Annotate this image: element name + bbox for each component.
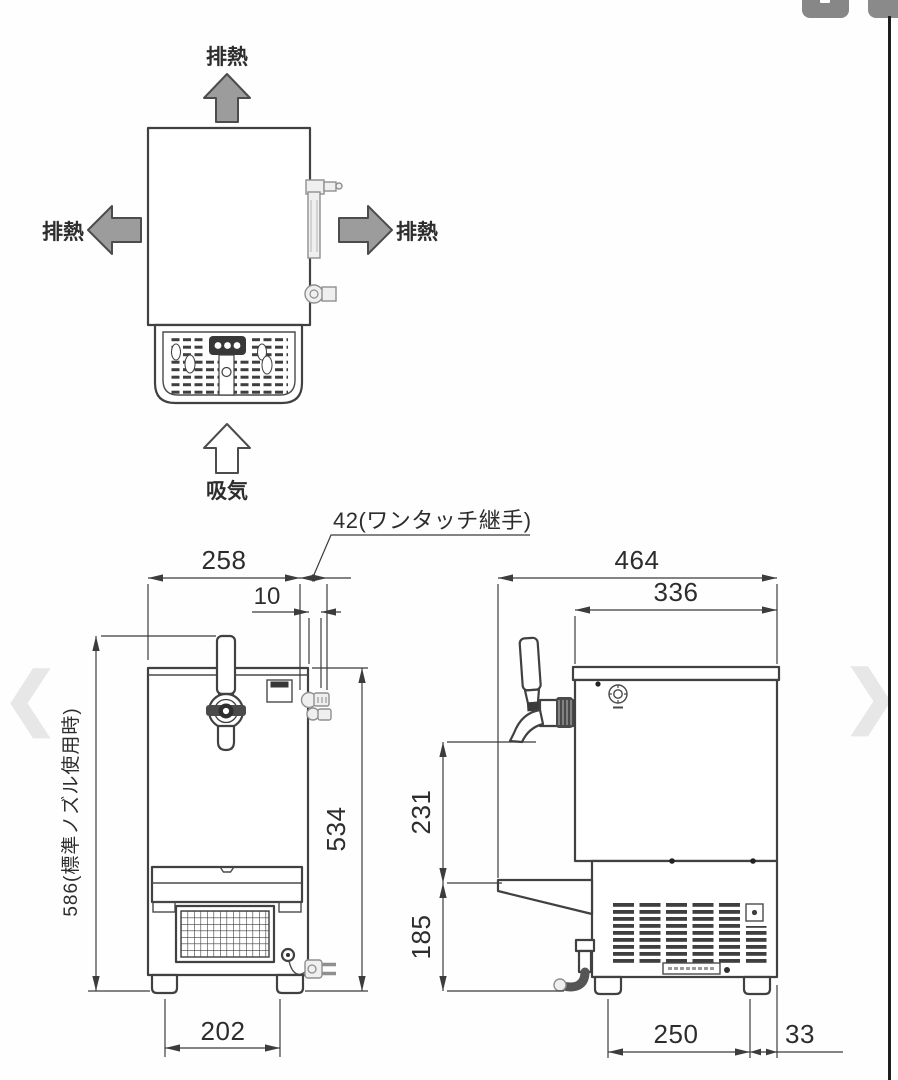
front-view [146, 634, 336, 995]
tap-handle [215, 634, 237, 696]
front-foot-left [150, 973, 179, 995]
dimensions: 258 42(ワンタッチ継手) 10 586(標準ノズル使用時) 534 202… [60, 508, 843, 1058]
dim-front-width: 258 [202, 545, 247, 575]
side-drip-tray [496, 878, 594, 916]
exhaust-arrow-up-icon [203, 73, 251, 123]
side-foot-rear [742, 975, 772, 996]
dim-rear-overhang: 33 [785, 1019, 815, 1049]
faucet-spout [216, 724, 236, 752]
side-spout [508, 708, 545, 744]
top-view-drip-tray [153, 323, 304, 405]
viewer-button-2[interactable] [868, 0, 898, 18]
front-foot-right [275, 973, 305, 995]
dim-fitting-callout: 42(ワンタッチ継手) [333, 508, 532, 533]
viewer-button-1-glyph [820, 0, 830, 3]
side-emblem [608, 684, 628, 709]
viewer-button-1[interactable] [802, 0, 849, 18]
dim-spout-to-tray: 231 [406, 790, 436, 835]
top-view-body [146, 126, 312, 327]
dim-side-foot-span: 250 [654, 1019, 699, 1049]
dim-overall-depth: 464 [615, 545, 660, 575]
exhaust-label-top: 排熱 [206, 45, 248, 69]
side-upper-body [573, 678, 779, 863]
front-drip-tray [150, 865, 304, 913]
front-name-plate [266, 679, 293, 703]
front-drain-and-cord [280, 947, 336, 979]
dim-overall-height: 586(標準ノズル使用時) [60, 707, 82, 916]
top-view-fittings [304, 179, 343, 304]
dim-front-foot-span: 202 [201, 1016, 246, 1046]
dim-body-height: 534 [321, 807, 351, 852]
exhaust-arrow-right-icon [338, 205, 393, 255]
exhaust-arrow-left-icon [87, 205, 142, 255]
exhaust-label-right: 排熱 [396, 220, 438, 244]
side-drain-elbow [553, 938, 596, 992]
coupling-nut [556, 697, 573, 728]
top-view: 排熱 排熱 排熱 吸気 [42, 45, 438, 503]
dim-body-depth: 336 [654, 577, 699, 607]
dim-fitting-offset: 10 [254, 583, 281, 610]
intake-label: 吸気 [206, 479, 248, 503]
exhaust-label-left: 排熱 [42, 220, 84, 244]
side-view [496, 636, 781, 996]
side-vent-grille [613, 903, 767, 964]
power-plug-icon [304, 959, 336, 979]
side-tap-handle [518, 636, 542, 692]
front-tap-assembly [206, 634, 246, 752]
prev-chevron-icon[interactable]: ❮ [2, 660, 59, 736]
side-foot-front [593, 975, 623, 996]
side-lid [571, 665, 781, 682]
intake-arrow-up-icon [203, 423, 251, 474]
dim-tray-to-floor: 185 [406, 915, 436, 960]
side-tap-assembly [508, 636, 575, 744]
side-rating-plate [662, 962, 730, 975]
right-border-line [888, 16, 891, 1080]
front-fitting [300, 691, 332, 721]
front-vent-grille [174, 904, 276, 964]
